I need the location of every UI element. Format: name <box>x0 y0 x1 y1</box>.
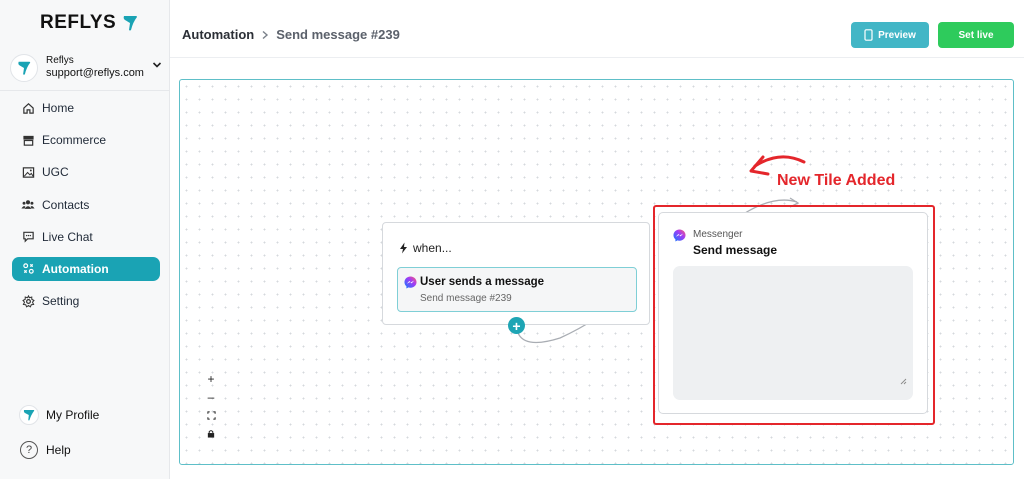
trigger-item[interactable]: User sends a message Send message #239 <box>397 267 637 312</box>
highlight-box <box>653 205 935 425</box>
trigger-subtitle: Send message #239 <box>420 293 512 304</box>
sidebar-item-ecommerce[interactable]: Ecommerce <box>12 128 160 152</box>
sidebar-item-label: Home <box>42 101 75 115</box>
add-step-button[interactable]: + <box>508 317 525 334</box>
sidebar-item-setting[interactable]: Setting <box>12 289 160 313</box>
top-header: Automation Send message #239 Preview Set… <box>170 0 1024 58</box>
gear-icon <box>21 294 35 308</box>
channel-label: Messenger <box>693 229 743 240</box>
zoom-out-button[interactable]: – <box>207 390 215 404</box>
when-heading: when... <box>399 241 452 255</box>
image-icon <box>21 165 35 179</box>
home-icon <box>21 101 35 115</box>
brand-leaf-icon <box>121 14 139 32</box>
trigger-node[interactable]: when... User sends a message Send messag… <box>382 222 650 325</box>
chevron-right-icon <box>261 30 269 40</box>
resize-grip-icon[interactable] <box>899 377 907 385</box>
help-label: Help <box>46 443 71 457</box>
sidebar-item-label: Contacts <box>42 197 90 212</box>
sidebar-item-automation[interactable]: Automation <box>12 256 160 281</box>
store-icon <box>21 133 35 147</box>
messenger-icon <box>404 276 417 289</box>
profile-logo-icon <box>18 404 40 426</box>
chat-icon <box>21 230 35 244</box>
canvas-controls: + – <box>204 370 218 442</box>
sidebar-item-ugc[interactable]: UGC <box>12 160 160 184</box>
users-icon <box>21 198 35 212</box>
logo-text: REFLYS <box>40 12 117 33</box>
set-live-label: Set live <box>958 29 994 41</box>
send-message-node[interactable]: Messenger Send message <box>658 212 928 414</box>
avatar <box>10 54 38 82</box>
lightning-icon <box>399 242 408 254</box>
chevron-down-icon[interactable] <box>152 60 162 70</box>
set-live-button[interactable]: Set live <box>938 22 1014 48</box>
trigger-title: User sends a message <box>420 276 545 288</box>
fit-view-icon[interactable] <box>204 406 218 424</box>
account-email: support@reflys.com <box>46 67 144 80</box>
preview-button[interactable]: Preview <box>851 22 929 48</box>
sidebar-item-label: Automation <box>42 261 109 276</box>
annotation-label: New Tile Added <box>777 172 896 189</box>
brand-logo[interactable]: REFLYS <box>40 12 139 34</box>
sidebar-item-home[interactable]: Home <box>12 96 160 120</box>
when-title-text: when... <box>413 241 452 255</box>
sidebar-divider <box>0 90 170 91</box>
breadcrumb: Automation Send message #239 <box>182 27 400 42</box>
message-textarea[interactable] <box>673 266 913 400</box>
sidebar-nav: Home Ecommerce UGC Contacts Live Chat Au… <box>12 96 160 321</box>
sidebar: REFLYS Reflys support@reflys.com Home Ec… <box>0 0 170 479</box>
breadcrumb-current: Send message #239 <box>276 27 400 42</box>
zoom-in-button[interactable]: + <box>207 372 215 386</box>
sidebar-item-label: UGC <box>42 165 69 180</box>
account-name: Reflys <box>46 55 74 67</box>
preview-label: Preview <box>878 29 916 41</box>
sidebar-item-contacts[interactable]: Contacts <box>12 193 160 217</box>
sidebar-item-label: Ecommerce <box>42 133 107 148</box>
sidebar-bottom: My Profile ? Help <box>18 402 158 472</box>
account-switcher[interactable]: Reflys support@reflys.com <box>10 50 166 86</box>
sidebar-item-help[interactable]: ? Help <box>18 437 158 463</box>
sidebar-item-live-chat[interactable]: Live Chat <box>12 225 160 249</box>
automation-icon <box>21 262 35 276</box>
phone-icon <box>864 29 873 41</box>
node-title: Send message <box>693 243 778 257</box>
my-profile-label: My Profile <box>46 408 100 422</box>
sidebar-item-label: Setting <box>42 294 80 309</box>
messenger-icon <box>673 229 686 242</box>
sidebar-item-label: Live Chat <box>42 229 93 244</box>
sidebar-item-my-profile[interactable]: My Profile <box>18 402 158 428</box>
lock-icon[interactable] <box>204 424 218 442</box>
breadcrumb-root-link[interactable]: Automation <box>182 27 255 42</box>
help-icon: ? <box>18 439 40 461</box>
